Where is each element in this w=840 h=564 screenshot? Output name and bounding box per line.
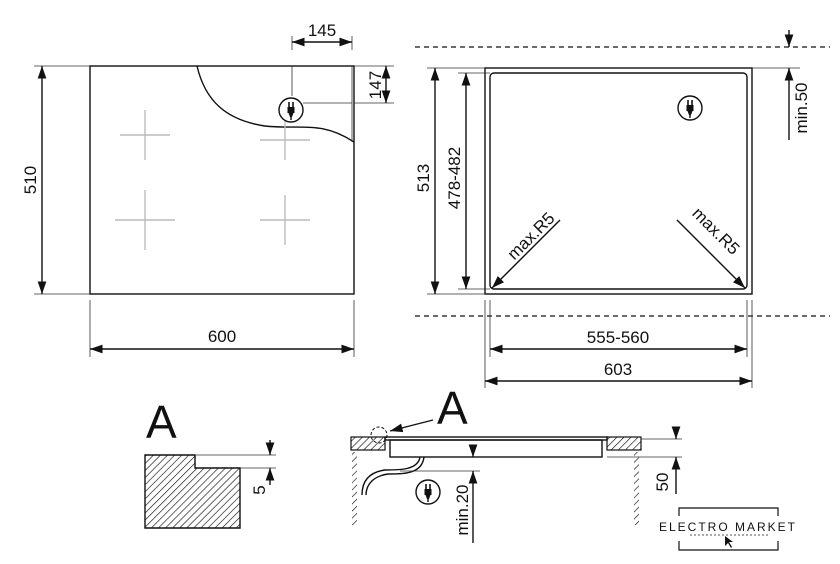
- worktop-right: [606, 436, 642, 451]
- section-view: A min.20 50: [350, 382, 682, 543]
- inner-depth-label: 478-482: [445, 147, 464, 209]
- radius-left-label: max.R5: [504, 209, 559, 264]
- hob-outline: [89, 65, 355, 295]
- cutout-outline: [489, 72, 748, 290]
- outer-width-label: 603: [604, 360, 632, 379]
- hob-body: [389, 439, 603, 458]
- outer-outline: [484, 67, 753, 295]
- cursor-icon: [725, 536, 733, 548]
- electro-market-logo: ELECTRO MARKET: [659, 507, 797, 551]
- watermark-text: ELECTRO MARKET: [659, 520, 797, 534]
- inner-width-label: 555-560: [587, 328, 649, 347]
- power-plug-icon: [677, 95, 703, 121]
- outer-depth-label: 513: [414, 164, 433, 192]
- clearance-label: min.50: [792, 82, 811, 133]
- power-cable: [361, 456, 425, 496]
- burner-marks: [115, 110, 310, 250]
- worktop-left: [350, 436, 386, 451]
- detail-a: A 5: [144, 396, 276, 529]
- detail-a-title: A: [146, 396, 177, 448]
- depth-label: 510: [21, 166, 40, 194]
- detail-ref-label: A: [437, 382, 468, 434]
- plug-offset-x-label: 145: [308, 21, 336, 40]
- cabinet-left: [352, 452, 357, 525]
- edge-profile: [144, 454, 241, 529]
- plug-offset-y-label: 147: [366, 71, 385, 99]
- min-clearance-label: min.20: [453, 484, 472, 535]
- cutaway-curve: [196, 65, 355, 143]
- power-plug-icon: [278, 97, 304, 123]
- step-label: 5: [250, 485, 269, 494]
- cabinet-right: [634, 452, 639, 525]
- height-label: 50: [653, 473, 672, 492]
- width-label: 600: [208, 327, 236, 346]
- radius-right-label: max.R5: [688, 204, 743, 259]
- power-plug-icon: [415, 479, 441, 505]
- hob-top-view: 145 147 510 600: [21, 21, 394, 357]
- cutout-view: 513 478-482 min.50 max.R5 max.R5 555-560…: [414, 30, 830, 388]
